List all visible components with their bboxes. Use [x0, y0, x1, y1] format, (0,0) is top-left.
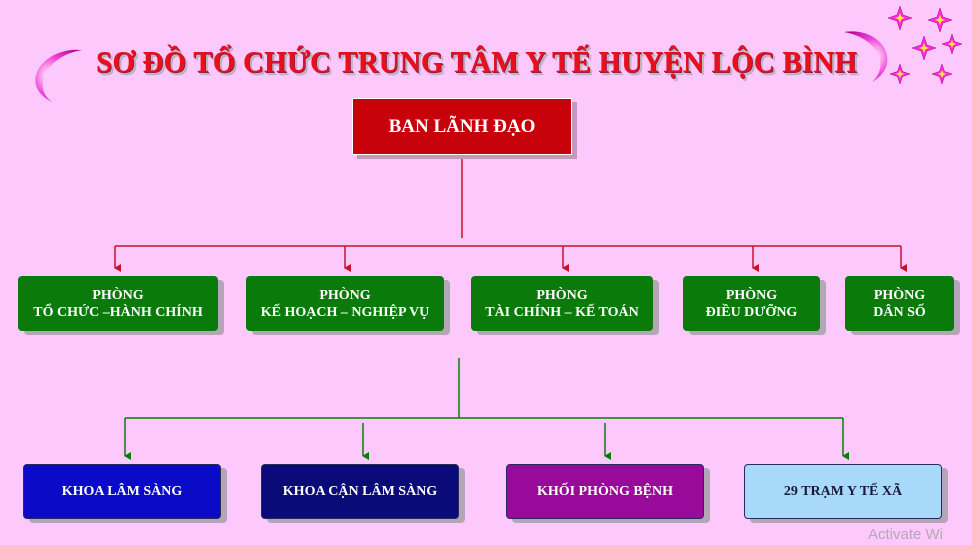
- dept-line1: PHÒNG: [725, 287, 778, 303]
- dept-box-finance[interactable]: PHÒNG TÀI CHÍNH – KẾ TOÁN: [471, 276, 653, 331]
- dept-line2: ĐIỀU DƯỠNG: [705, 304, 798, 320]
- leadership-connectors: [114, 155, 907, 272]
- dept-line2: TÀI CHÍNH – KẾ TOÁN: [485, 304, 639, 320]
- crescent-right-icon: [844, 31, 888, 82]
- unit-label: KHOA CẬN LÂM SÀNG: [282, 484, 438, 499]
- dept-line1: PHÒNG: [92, 287, 144, 303]
- sparkle-star-icon: [931, 63, 953, 85]
- sparkle-star-icon: [911, 35, 937, 61]
- dept-box-nursing[interactable]: PHÒNG ĐIỀU DƯỠNG: [683, 276, 820, 331]
- dept-line2: KẾ HOẠCH – NGHIỆP VỤ: [260, 304, 430, 320]
- unit-label: KHOA LÂM SÀNG: [61, 484, 183, 499]
- crescent-left-icon: [35, 49, 82, 102]
- dept-line1: PHÒNG: [319, 287, 371, 303]
- unit-connectors: [124, 358, 849, 460]
- unit-box-clinical[interactable]: KHOA LÂM SÀNG: [23, 464, 221, 519]
- chart-title: SƠ ĐỒ TỔ CHỨC TRUNG TÂM Y TẾ HUYỆN LỘC B…: [96, 44, 858, 79]
- unit-box-prevention[interactable]: KHỐI PHÒNG BỆNH: [506, 464, 704, 519]
- unit-label: 29 TRẠM Y TẾ XÃ: [783, 484, 903, 499]
- dept-line2: DÂN SỐ: [873, 304, 926, 320]
- sparkle-star-icon: [927, 7, 953, 33]
- sparkle-star-icon: [941, 33, 963, 55]
- unit-box-commune-stations[interactable]: 29 TRẠM Y TẾ XÃ: [744, 464, 942, 519]
- dept-box-population[interactable]: PHÒNG DÂN SỐ: [845, 276, 954, 331]
- dept-line1: PHÒNG: [536, 287, 588, 303]
- unit-label: KHỐI PHÒNG BỆNH: [536, 484, 674, 499]
- unit-box-paraclinical[interactable]: KHOA CẬN LÂM SÀNG: [261, 464, 459, 519]
- sparkle-star-icon: [887, 5, 913, 31]
- sparkles-icon: [887, 5, 963, 85]
- leadership-label: BAN LÃNH ĐẠO: [388, 116, 536, 137]
- sparkle-star-icon: [889, 63, 911, 85]
- activation-watermark: Activate Wi: [868, 526, 944, 543]
- dept-line2: TỔ CHỨC –HÀNH CHÍNH: [33, 304, 203, 320]
- dept-box-planning[interactable]: PHÒNG KẾ HOẠCH – NGHIỆP VỤ: [246, 276, 444, 331]
- dept-box-admin[interactable]: PHÒNG TỔ CHỨC –HÀNH CHÍNH: [18, 276, 218, 331]
- leadership-box[interactable]: BAN LÃNH ĐẠO: [352, 98, 572, 155]
- dept-line1: PHÒNG: [873, 287, 926, 303]
